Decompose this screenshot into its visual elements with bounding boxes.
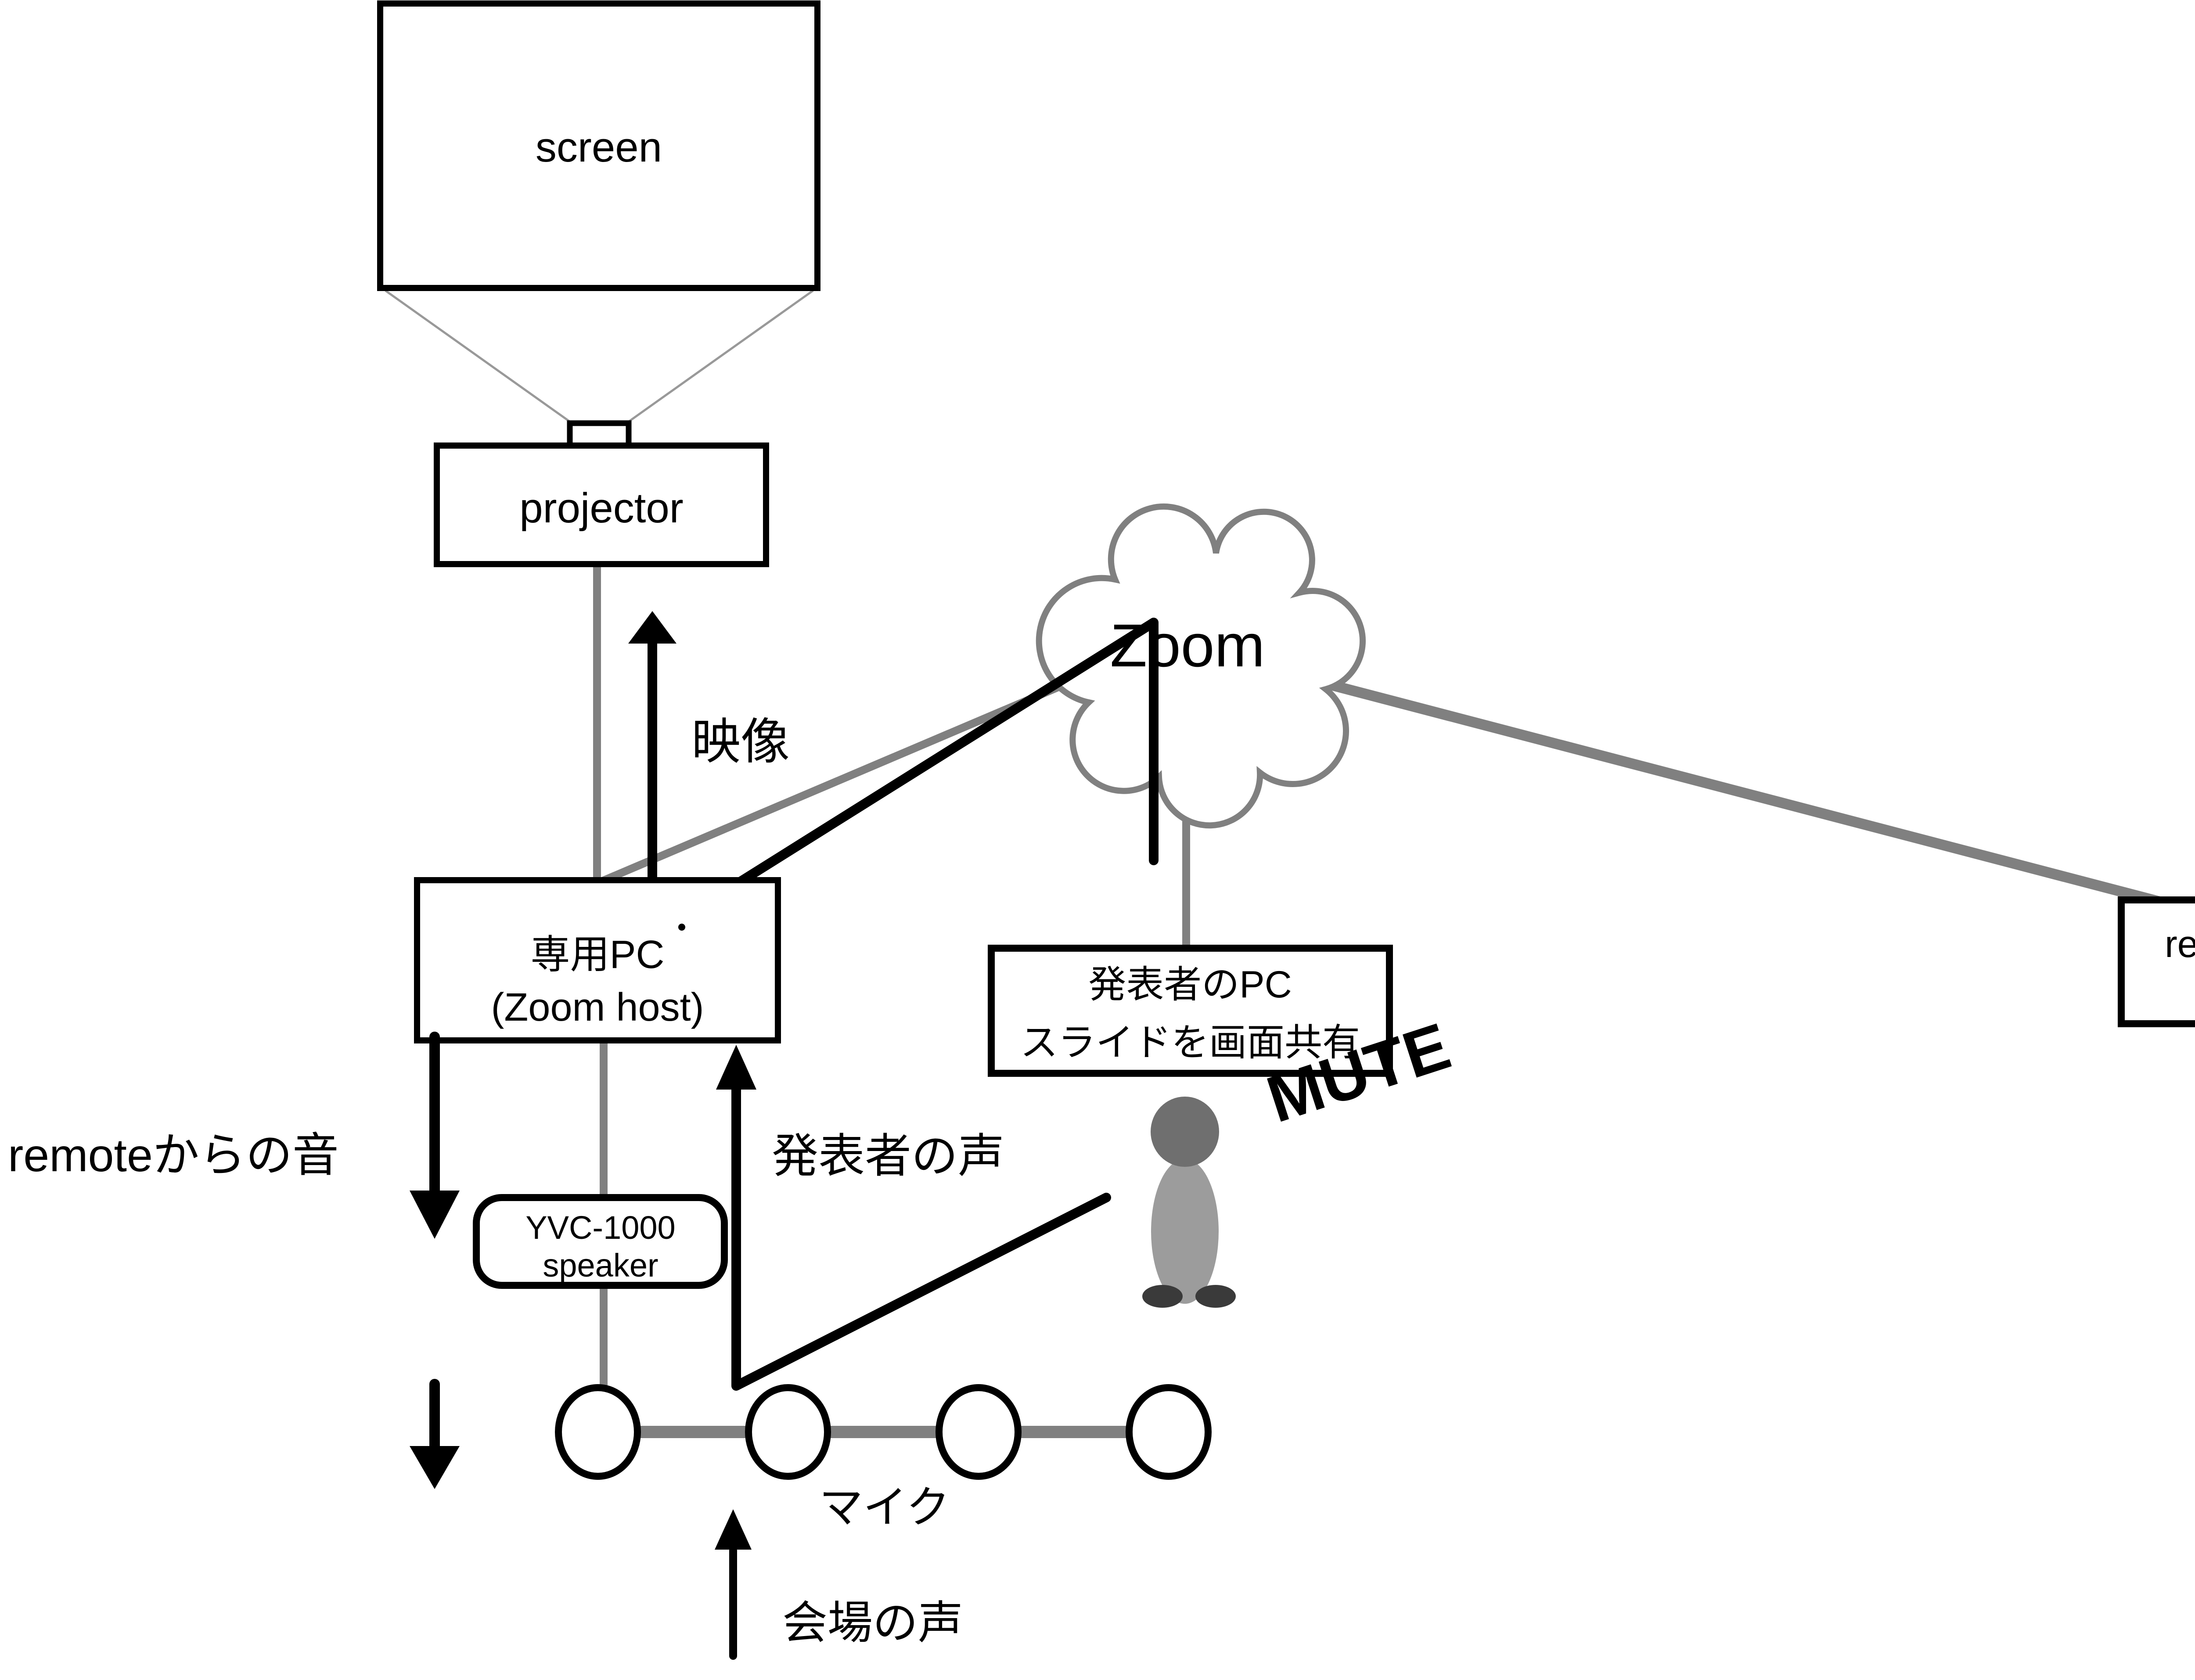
mic-circle-3 xyxy=(936,1384,1022,1480)
presenter-voice-arrowhead xyxy=(716,1045,756,1090)
mic-label: マイク xyxy=(819,1483,950,1532)
remote-pc-node: remote PC xyxy=(2118,896,2195,1027)
dedicated-pc-label-line1: 専用PC xyxy=(530,933,664,977)
presenter-pc-label-line2: スライドを画面共有 xyxy=(1020,1022,1360,1064)
mic-circle-2 xyxy=(745,1384,831,1480)
venue-voice-label: 会場の声 xyxy=(782,1597,963,1648)
pc-cloud-link xyxy=(595,672,1086,887)
screen-node: screen xyxy=(377,0,820,291)
dedicated-pc-label-line2: (Zoom host) xyxy=(491,986,704,1029)
video-path xyxy=(628,611,1159,942)
dedicated-pc-node: 専用PC (Zoom host) xyxy=(414,877,781,1043)
person-body xyxy=(1151,1159,1219,1304)
screen-label: screen xyxy=(536,124,662,171)
remote-audio-arrow-lower xyxy=(410,1379,460,1489)
cloud-shape xyxy=(1036,503,1366,829)
remote-audio-label: remoteからの音 xyxy=(8,1130,339,1181)
venue-voice-arrow xyxy=(715,1509,752,1660)
person-foot-right xyxy=(1195,1285,1236,1308)
cloud-remote-pc-link xyxy=(1305,674,2195,917)
projection-cone xyxy=(385,289,814,424)
speaker-label-line1: YVC-1000 xyxy=(525,1209,675,1246)
presenter-voice-label: 発表者の声 xyxy=(772,1130,1004,1182)
mic-circle-4 xyxy=(1126,1384,1212,1480)
remote-pc-label-line1: remote xyxy=(2165,923,2195,965)
remote-audio-arrow-upper xyxy=(410,1032,460,1239)
mic-circle-1 xyxy=(555,1384,641,1480)
projector-label: projector xyxy=(519,485,684,532)
speaker-node: YVC-1000 speaker xyxy=(473,1194,728,1289)
person-foot-left xyxy=(1142,1285,1183,1308)
speaker-label-line2: speaker xyxy=(543,1247,658,1284)
presenter-voice-path xyxy=(716,1045,1111,1391)
mic-array: マイク xyxy=(555,1384,1212,1532)
person-head xyxy=(1151,1097,1219,1167)
presenter-pc-label-line1: 発表者のPC xyxy=(1088,964,1292,1006)
zoom-cloud: Zoom xyxy=(1036,503,1366,829)
zoom-cloud-label: Zoom xyxy=(1110,612,1265,680)
projector-node: projector xyxy=(434,420,769,567)
video-flow-label: 映像 xyxy=(691,714,790,769)
presenter-pc-node: 発表者のPC スライドを画面共有 xyxy=(988,945,1393,1077)
stray-dot xyxy=(678,924,685,931)
presenter-person-icon xyxy=(1142,1097,1236,1308)
video-arrowhead xyxy=(628,611,676,644)
